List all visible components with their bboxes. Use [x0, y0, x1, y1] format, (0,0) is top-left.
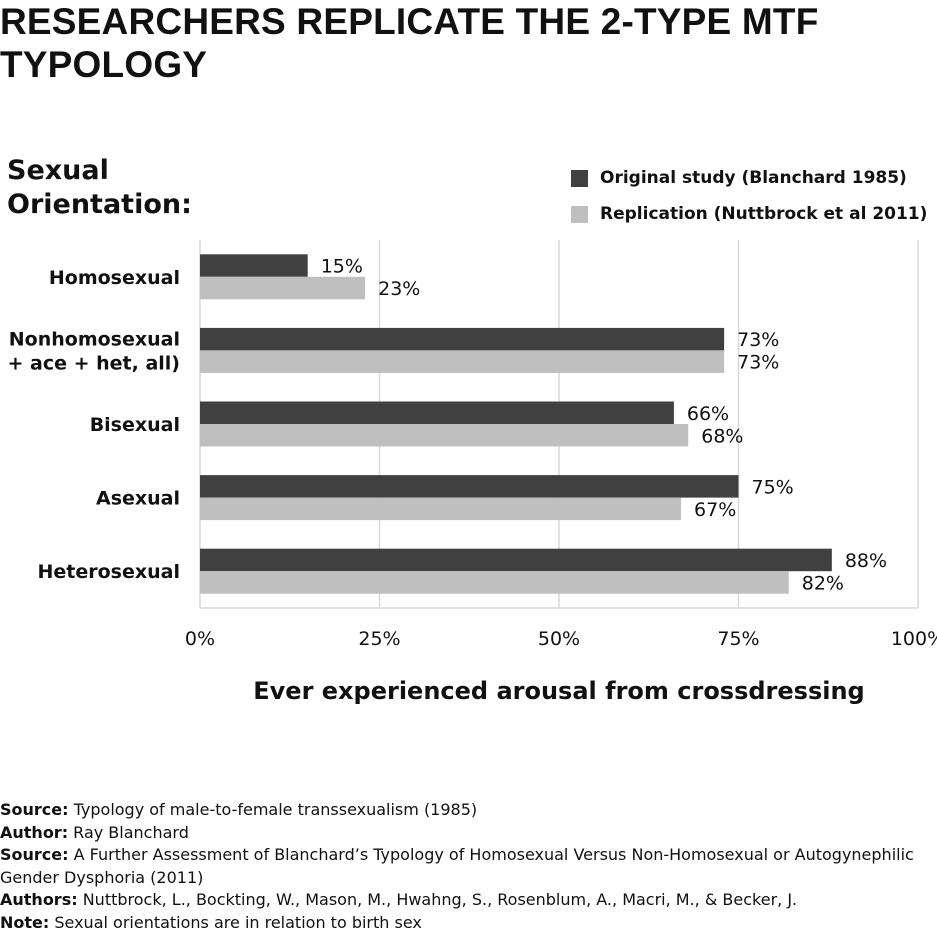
legend-label-original: Original study (Blanchard 1985): [600, 168, 907, 188]
legend-item-replication: Replication (Nuttbrock et al 2011): [571, 196, 927, 232]
x-tick-label: 100%: [891, 628, 937, 650]
author-line: Author: Ray Blanchard: [0, 822, 930, 845]
data-label: 75%: [752, 476, 794, 498]
data-label: 73%: [737, 329, 779, 351]
bar-original: [200, 475, 739, 498]
bar-original: [200, 328, 724, 351]
note-line: Note: Sexual orientations are in relatio…: [0, 912, 930, 934]
data-label: 73%: [737, 352, 779, 374]
data-label: 15%: [321, 256, 363, 278]
y-axis-title: Sexual Orientation:: [7, 154, 207, 222]
data-label: 23%: [378, 278, 420, 300]
bar-original: [200, 402, 674, 425]
bar-replication: [200, 277, 365, 300]
bar-replication: [200, 424, 688, 447]
data-label: 66%: [687, 403, 729, 425]
legend-item-original: Original study (Blanchard 1985): [571, 160, 927, 196]
category-label: Heterosexual: [38, 561, 181, 583]
sources-block: Source: Typology of male-to-female trans…: [0, 799, 930, 934]
bar-replication: [200, 498, 681, 520]
legend-label-replication: Replication (Nuttbrock et al 2011): [600, 204, 927, 224]
legend-swatch-original: [571, 170, 588, 187]
x-tick-label: 25%: [358, 628, 400, 650]
category-label: (bi + ace + het, all): [0, 352, 180, 374]
data-label: 82%: [802, 572, 844, 594]
data-label: 67%: [694, 499, 736, 521]
chart-title: RESEARCHERS REPLICATE THE 2-TYPE MTF TYP…: [0, 0, 930, 86]
bar-original: [200, 549, 832, 572]
source-line: Source: A Further Assessment of Blanchar…: [0, 844, 930, 889]
x-tick-label: 0%: [185, 628, 215, 650]
legend: Original study (Blanchard 1985) Replicat…: [571, 160, 927, 232]
data-label: 88%: [845, 550, 887, 572]
bar-original: [200, 254, 308, 276]
x-axis-title: Ever experienced arousal from crossdress…: [200, 677, 918, 705]
data-label: 68%: [701, 425, 743, 447]
category-label: Bisexual: [90, 414, 180, 436]
legend-swatch-replication: [571, 206, 588, 223]
category-label: Homosexual: [49, 267, 180, 289]
bar-replication: [200, 571, 789, 594]
category-label: Nonhomosexual: [9, 328, 180, 350]
bar-chart: 0% 25% 50% 75% 100% Homosexual 15% 23% Nonhomose…: [0, 230, 937, 655]
x-tick-label: 75%: [717, 628, 759, 650]
x-tick-label: 50%: [538, 628, 580, 650]
bar-replication: [200, 350, 724, 373]
authors-line: Authors: Nuttbrock, L., Bockting, W., Ma…: [0, 889, 930, 912]
source-line: Source: Typology of male-to-female trans…: [0, 799, 930, 822]
category-label: Asexual: [96, 488, 180, 510]
